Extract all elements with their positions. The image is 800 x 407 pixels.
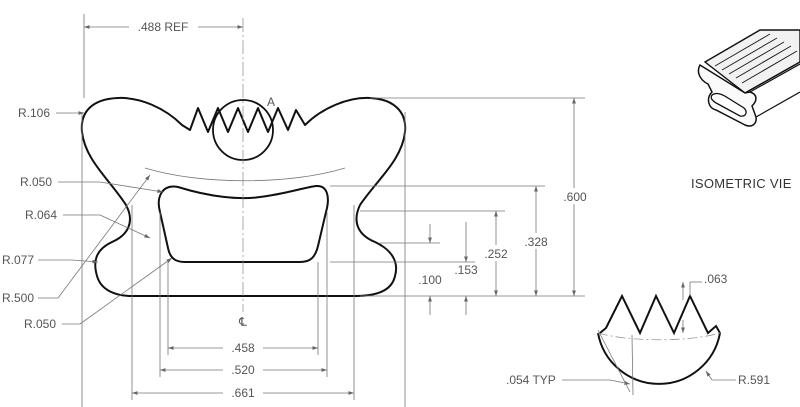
dim-063-text: .063 (704, 272, 728, 286)
detail-a-view: .063 .054 TYP R.591 (506, 272, 770, 396)
dim-600-text: .600 (563, 190, 587, 204)
vertical-dimensions: .600 .328 .252 .153 .100 (330, 97, 590, 315)
main-profile: A (80, 95, 407, 297)
r591-label: R.591 (738, 373, 770, 387)
dim-252-text: .252 (484, 247, 508, 261)
isometric-view-label: ISOMETRIC VIE (691, 176, 792, 191)
centerline-symbol: ℄ (238, 315, 247, 329)
dimension-488-ref: .488 REF (83, 14, 243, 98)
horizontal-dimensions: .458 .520 .661 (81, 112, 406, 407)
outer-profile (80, 96, 407, 297)
r500-label: R.500 (2, 291, 34, 305)
r050-lower-label: R.050 (24, 317, 56, 331)
dim-054-typ-text: .054 TYP (506, 373, 556, 387)
r050-upper-label: R.050 (20, 175, 52, 189)
r106-label: R.106 (18, 106, 50, 120)
left-radius-callouts: R.106 R.050 R.064 R.077 R.500 R.050 (2, 106, 173, 331)
dim-520-text: .520 (231, 363, 255, 377)
dim-153-text: .153 (454, 263, 478, 277)
detail-a-label: A (267, 95, 275, 109)
isometric-view: ISOMETRIC VIE (691, 29, 800, 191)
dim-488-ref-text: .488 REF (138, 20, 189, 34)
inner-cavity (157, 184, 329, 263)
r064-label: R.064 (25, 208, 57, 222)
radius-arc-hint (144, 167, 346, 182)
dim-458-text: .458 (231, 341, 255, 355)
dim-328-text: .328 (524, 235, 548, 249)
r077-label: R.077 (2, 253, 34, 267)
dim-100-text: .100 (418, 273, 442, 287)
dim-661-text: .661 (231, 386, 255, 400)
